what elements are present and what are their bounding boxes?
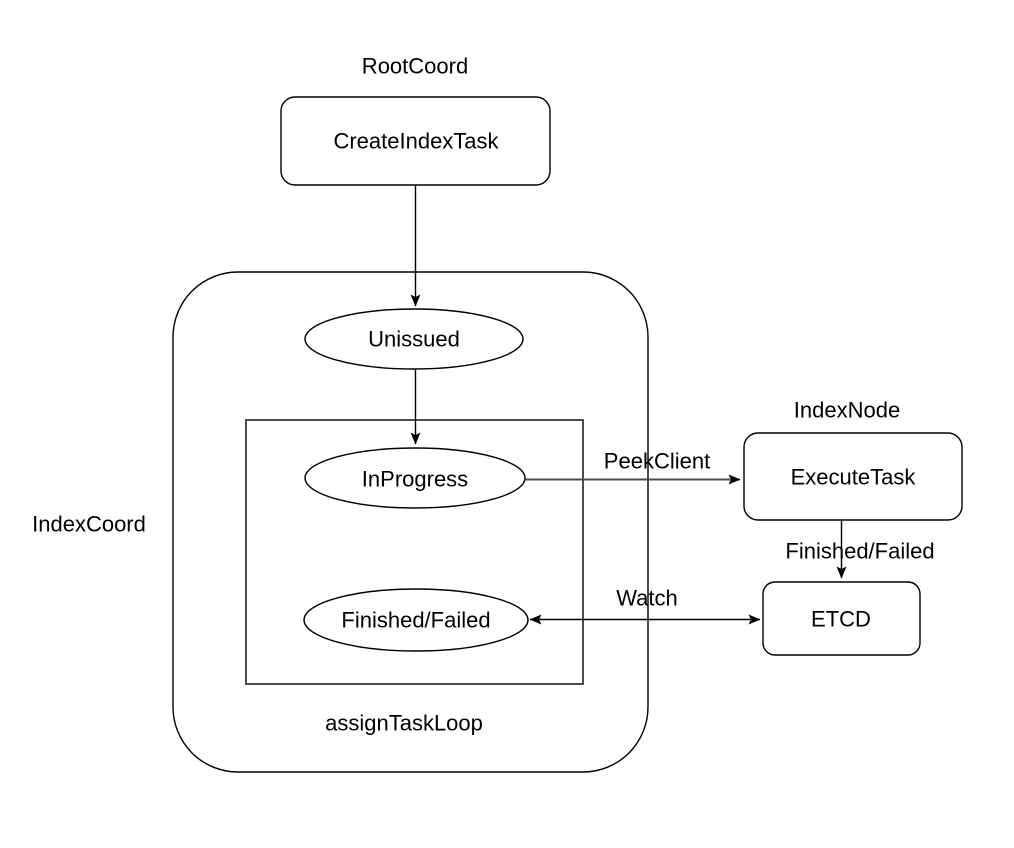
finished-failed-edge-label: Finished/Failed [785,538,935,564]
in-progress-label: InProgress [361,466,469,492]
index-node-label: IndexNode [793,397,901,423]
index-coord-label: IndexCoord [32,511,146,537]
etcd-label: ETCD [811,606,871,632]
in-progress-node [304,447,526,509]
create-index-task-label: CreateIndexTask [333,128,499,154]
unissued-label: Unissued [368,326,460,352]
peek-client-edge-label: PeekClient [603,448,711,474]
finished-failed-label: Finished/Failed [341,607,491,633]
assign-task-loop-container [245,419,584,685]
finished-failed-node [303,588,529,652]
assign-task-loop-label: assignTaskLoop [325,710,483,736]
index-coord-container [172,271,649,773]
root-coord-label: RootCoord [361,53,469,79]
watch-edge-label: Watch [616,585,678,611]
unissued-node [304,308,524,370]
etcd-node [762,581,921,656]
execute-task-node [743,432,963,521]
execute-task-label: ExecuteTask [790,464,916,490]
